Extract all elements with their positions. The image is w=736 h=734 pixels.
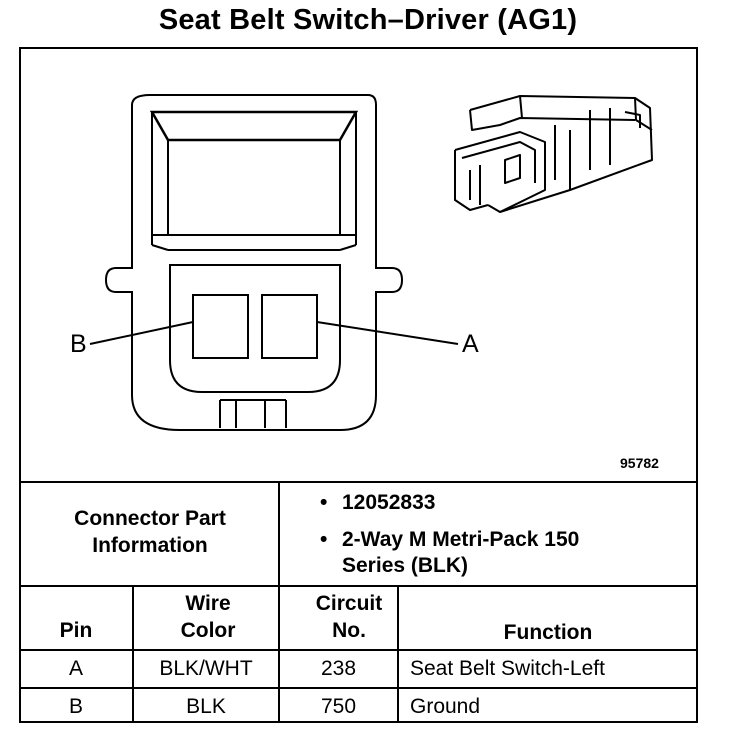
row-a-function: Seat Belt Switch-Left: [410, 657, 605, 680]
connector-info-item: •2-Way M Metri-Pack 150 Series (BLK): [320, 528, 580, 577]
latch-tabs: [219, 399, 287, 428]
row-b-pin: B: [68, 695, 83, 718]
diagram-frame: [19, 47, 698, 723]
connector-isometric-view: [454, 95, 653, 213]
connector-info-label: Connector Part Information: [74, 507, 226, 557]
figure-number: 95782: [620, 455, 659, 471]
row-a-circuit: 238: [320, 657, 357, 680]
pin-a-leader: [316, 321, 459, 345]
connector-face-outline: [104, 94, 404, 431]
header-circuit: Circuit No.: [315, 592, 383, 642]
diagram-title: Seat Belt Switch–Driver (AG1): [158, 4, 578, 36]
connector-info-item: •12052833: [320, 491, 436, 514]
row-b-circuit: 750: [320, 695, 357, 718]
connector-lower-cavity: [169, 264, 341, 393]
row-a-wire-color: BLK/WHT: [159, 657, 253, 680]
connector-top-recess: [149, 110, 359, 142]
part-number: 12052833: [342, 491, 436, 514]
row-b-wire-color: BLK: [186, 695, 226, 718]
connector-type: 2-Way M Metri-Pack 150 Series (BLK): [342, 528, 580, 577]
terminal-cavity-a: [261, 294, 318, 359]
pin-a-label: A: [462, 330, 479, 358]
row-a-pin: A: [68, 657, 83, 680]
pin-b-label: B: [70, 330, 87, 358]
row-b-function: Ground: [410, 695, 481, 718]
header-pin: Pin: [59, 619, 93, 642]
header-wire-color: Wire Color: [180, 592, 236, 642]
pin-b-leader: [89, 321, 194, 345]
terminal-cavity-b: [192, 294, 249, 359]
header-function: Function: [503, 621, 593, 644]
